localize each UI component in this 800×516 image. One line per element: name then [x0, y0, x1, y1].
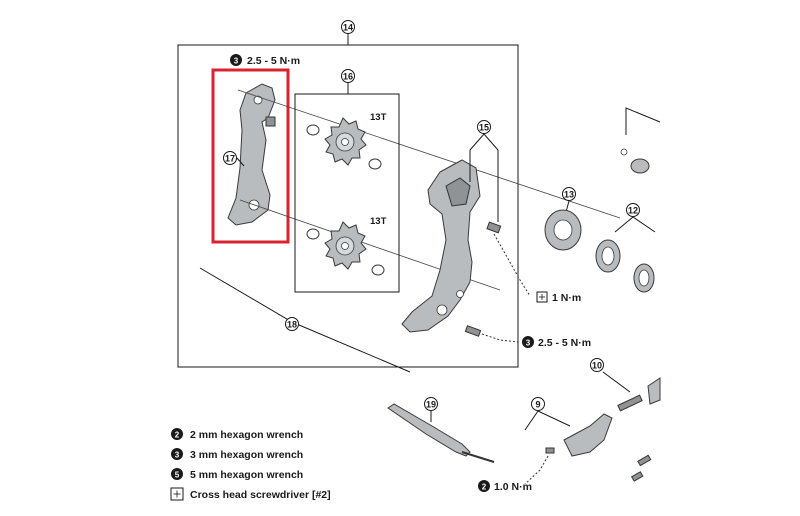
torque-bottom: 2 1.0 N·m — [478, 480, 532, 493]
torque-top-tool: 3 — [234, 57, 239, 66]
svg-text:3: 3 — [175, 451, 180, 460]
hex-wrench-3-icon — [522, 336, 534, 348]
parts-9: 9 — [524, 397, 613, 485]
parts-10: 10 — [590, 358, 661, 412]
outer-plate — [401, 159, 481, 333]
assembly-frame-14: 14 — [177, 20, 519, 368]
spring-cover-13: 13 — [544, 187, 582, 251]
lower-pulley: 13T — [306, 216, 387, 276]
torque-bottom-tool: 2 — [482, 483, 487, 492]
legend-label: Cross head screwdriver [#2] — [190, 489, 331, 501]
torque-screw-value: 1 N·m — [552, 292, 581, 304]
pulley-set-16: 16 13T 13T — [294, 69, 400, 293]
callout-circle-16 — [341, 69, 355, 83]
callout-9-label: 9 — [535, 400, 540, 410]
callout-16-label: 16 — [343, 72, 353, 82]
torque-screw: 1 N·m — [536, 291, 581, 304]
hex-wrench-2-icon — [478, 480, 490, 492]
callout-circle-18 — [285, 317, 299, 331]
torque-top: 3 2.5 - 5 N·m — [230, 54, 300, 67]
inner-plate-17: 17 — [223, 83, 276, 226]
bushings-12: 12 — [595, 203, 656, 293]
hex-wrench-3-icon — [230, 54, 242, 66]
callout-12-label: 12 — [628, 206, 638, 216]
lower-pulley-teeth-label: 13T — [370, 216, 387, 227]
callout-circle-13 — [562, 187, 576, 201]
right-edge-parts — [620, 107, 661, 174]
callout-18-label: 18 — [287, 320, 297, 330]
callout-17-label: 17 — [225, 154, 235, 164]
legend-item-screwdriver: Cross head screwdriver [#2] — [170, 487, 331, 501]
hex-wrench-3-icon — [171, 448, 183, 460]
hex-wrench-5-icon — [171, 468, 183, 480]
torque-bolt-value: 2.5 - 5 N·m — [538, 337, 591, 349]
svg-text:5: 5 — [175, 471, 180, 480]
legend-label: 5 mm hexagon wrench — [190, 469, 303, 481]
cage-bolt: 3 2.5 - 5 N·m — [464, 325, 591, 349]
tool-legend: 2 2 mm hexagon wrench 3 3 mm hexagon wre… — [170, 428, 331, 501]
callout-circle-14 — [341, 20, 355, 34]
svg-text:2: 2 — [175, 431, 180, 440]
legend-label: 2 mm hexagon wrench — [190, 429, 303, 441]
callout-13-label: 13 — [564, 190, 574, 200]
legend-item-2mm: 2 2 mm hexagon wrench — [171, 428, 303, 441]
cage-assembly-18: 18 — [199, 267, 411, 373]
legend-item-5mm: 5 5 mm hexagon wrench — [171, 468, 303, 481]
hex-wrench-2-icon — [171, 428, 183, 440]
torque-top-value: 2.5 - 5 N·m — [247, 55, 300, 67]
callout-circle-10 — [590, 358, 604, 372]
callout-circle-19 — [424, 397, 438, 411]
legend-label: 3 mm hexagon wrench — [190, 449, 303, 461]
callout-14-label: 14 — [343, 23, 353, 33]
highlight-box — [211, 68, 290, 244]
callout-15-label: 15 — [479, 123, 489, 133]
callout-10-label: 10 — [592, 361, 602, 371]
callout-19-label: 19 — [426, 400, 436, 410]
upper-pulley-teeth-label: 13T — [370, 112, 387, 123]
torque-bottom-value: 1.0 N·m — [494, 481, 532, 493]
tool-19: 19 — [387, 397, 495, 463]
torque-bolt-tool: 3 — [526, 339, 531, 348]
bottom-right-parts — [630, 454, 652, 482]
upper-pulley: 13T — [306, 112, 387, 170]
callout-circle-17 — [223, 151, 237, 165]
screws-15: 15 — [469, 120, 531, 297]
legend-item-3mm: 3 3 mm hexagon wrench — [171, 448, 303, 461]
